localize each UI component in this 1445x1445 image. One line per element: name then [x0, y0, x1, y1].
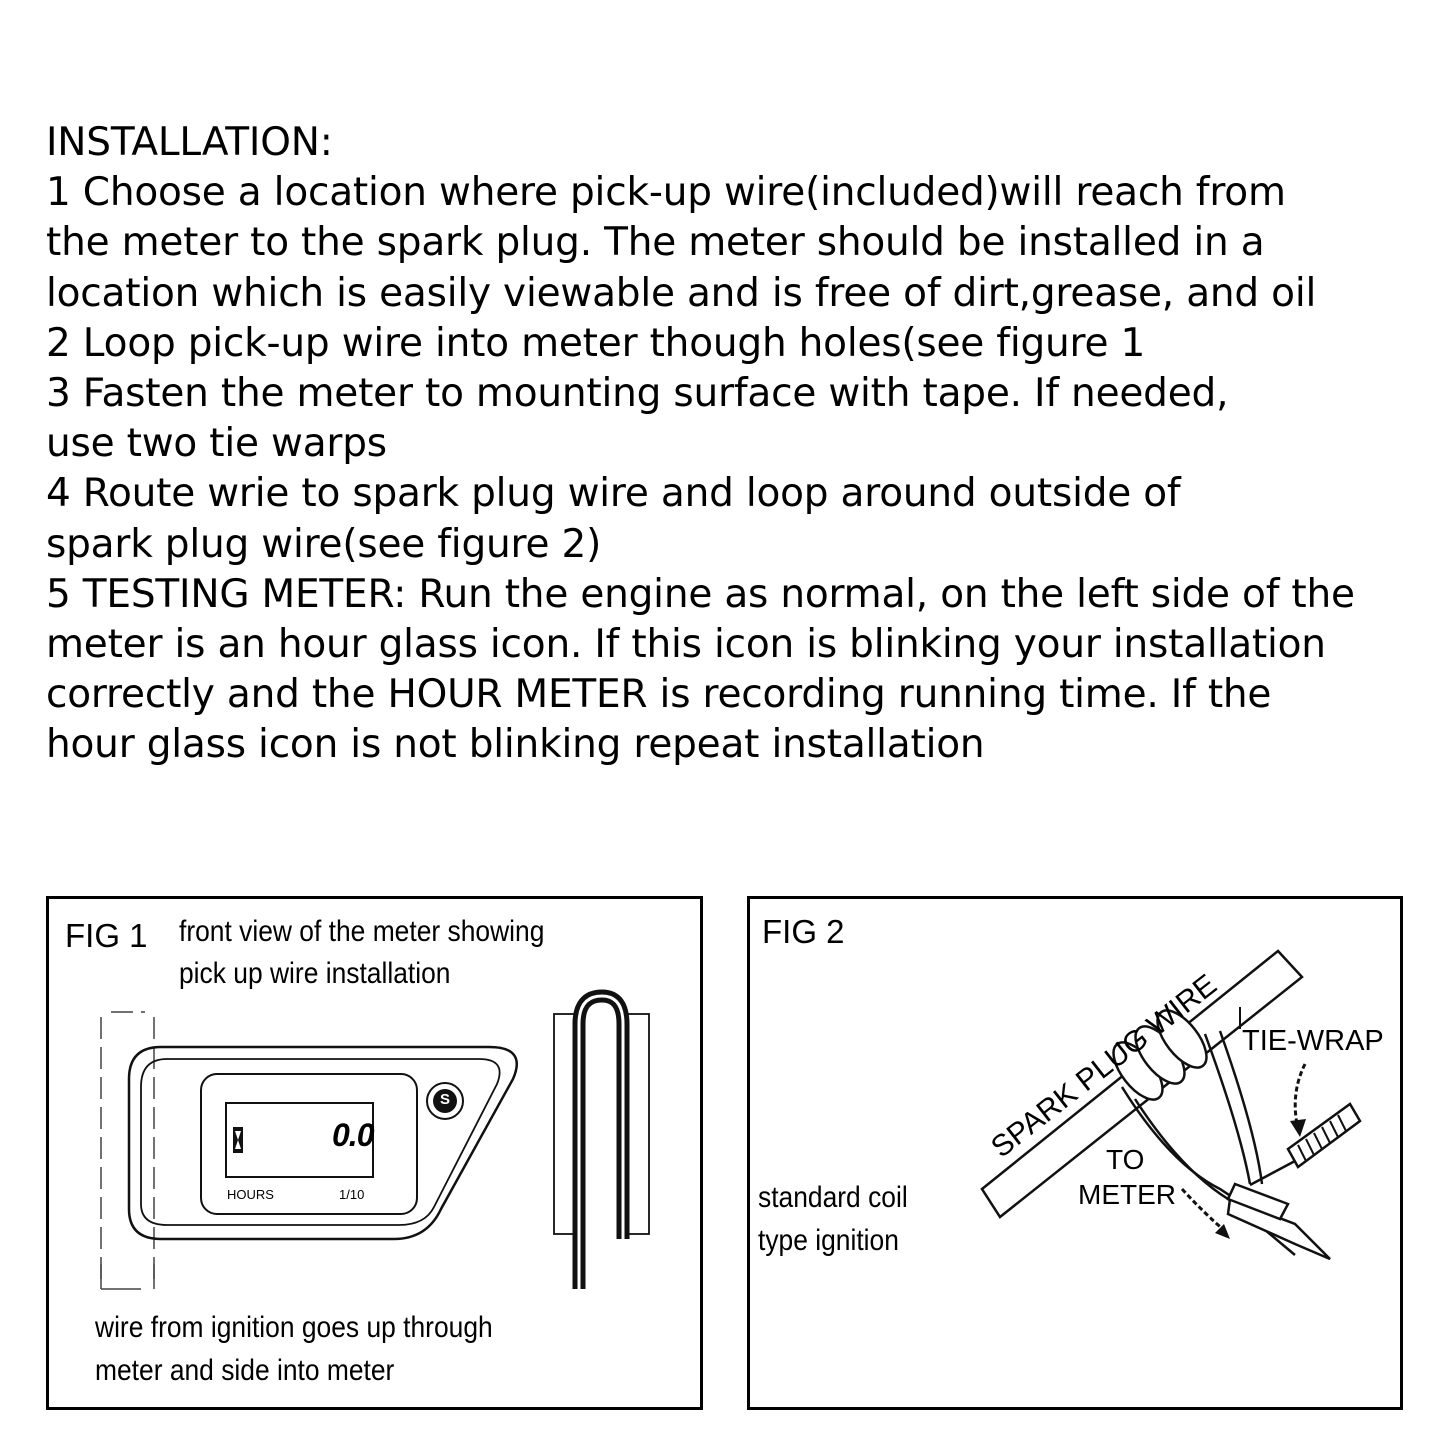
instruction-line: 5 TESTING METER: Run the engine as norma…: [46, 571, 1355, 617]
meter-label: METER: [1078, 1179, 1176, 1210]
lcd-screen: [225, 1102, 374, 1178]
pickup-wire-loop: [572, 989, 630, 1289]
instruction-line: spark plug wire(see figure 2): [46, 521, 602, 567]
hourglass-icon: [233, 1127, 243, 1153]
to-label: TO: [1106, 1144, 1145, 1175]
side-view-meter: [553, 1013, 650, 1235]
meter-body-outline: [127, 1045, 518, 1241]
ignition-note: type ignition: [758, 1224, 899, 1257]
tie-wrap-label: TIE-WRAP: [1242, 1025, 1384, 1057]
instruction-line: correctly and the HOUR METER is recordin…: [46, 672, 1272, 718]
spark-plug-connector: [1226, 1197, 1331, 1261]
instruction-line: use two tie warps: [46, 421, 387, 467]
installation-instructions: INSTALLATION: 1 Choose a location where …: [46, 118, 1426, 771]
figure-1-panel: FIG 1 front view of the meter showing pi…: [46, 896, 703, 1410]
meter-front-view-drawing: [100, 989, 650, 1290]
ignition-wire-guide: [100, 1011, 155, 1279]
figure-1-footer: wire from ignition goes up through: [95, 1311, 493, 1344]
display-housing: [200, 1073, 418, 1215]
instruction-line: meter is an hour glass icon. If this ico…: [46, 622, 1326, 668]
lcd-reading: 0.0: [332, 1117, 374, 1153]
instruction-line: hour glass icon is not blinking repeat i…: [46, 722, 985, 768]
instruction-line: 1 Choose a location where pick-up wire(i…: [46, 170, 1286, 216]
figure-2-panel: FIG 2 SPARK PLUG WIRE TIE-WRAP TO METER …: [747, 896, 1403, 1410]
pickup-wire-lead: [1120, 1030, 1311, 1256]
ignition-note: standard coil: [758, 1181, 908, 1214]
s-button-outer: [426, 1082, 464, 1120]
instruction-line: location which is easily viewable and is…: [46, 270, 1317, 316]
spark-plug-wire-drawing: [980, 949, 1362, 1261]
tie-wrap-arrow: [1293, 1063, 1307, 1130]
figure-1-label: FIG 1: [65, 917, 148, 954]
instruction-line: 3 Fasten the meter to mounting surface w…: [46, 371, 1229, 417]
figure-2-label: FIG 2: [762, 913, 845, 950]
instruction-line: 4 Route wrie to spark plug wire and loop…: [46, 471, 1181, 517]
instructions-heading: INSTALLATION:: [46, 120, 333, 165]
instruction-line: the meter to the spark plug. The meter s…: [46, 220, 1265, 266]
s-button: [433, 1089, 457, 1113]
instruction-line: 2 Loop pick-up wire into meter though ho…: [46, 320, 1146, 366]
figure-1-caption: front view of the meter showing: [179, 915, 545, 948]
to-meter-arrow: [1180, 1187, 1226, 1233]
scale-label: 1/10: [339, 1187, 365, 1202]
figure-1-footer: meter and side into meter: [95, 1354, 395, 1387]
s-button-label: S: [439, 1091, 450, 1108]
pickup-wire-coils: [1112, 1009, 1208, 1101]
figure-1-caption: pick up wire installation: [179, 957, 451, 990]
hours-label: HOURS: [227, 1187, 274, 1202]
